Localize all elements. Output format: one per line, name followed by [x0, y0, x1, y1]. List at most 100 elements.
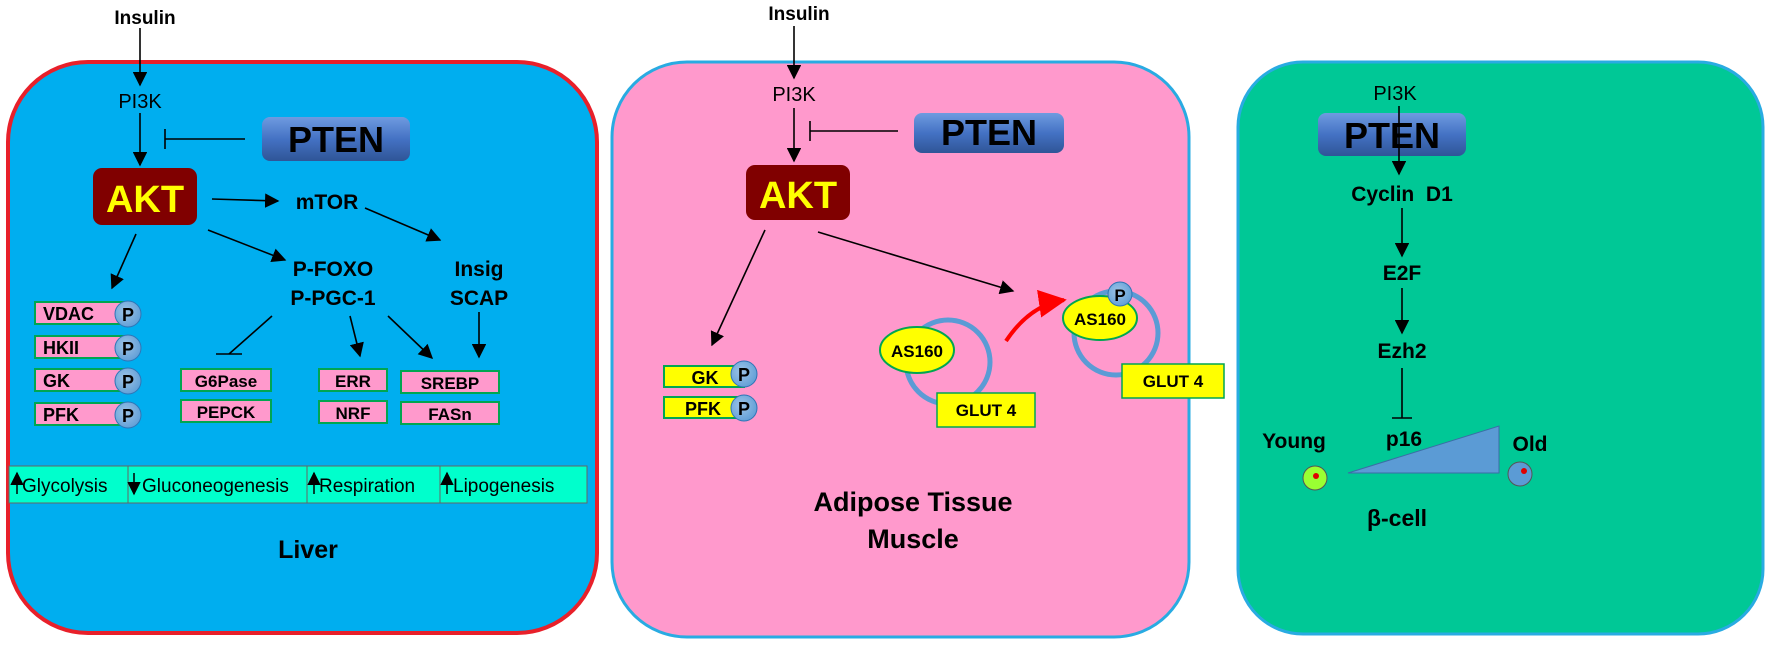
adipose-as160-left: [879, 326, 955, 374]
young-cell-nucleus-icon: [1313, 473, 1319, 479]
adipose-akt-label: AKT: [759, 175, 837, 217]
phospho-circle: [114, 401, 142, 429]
beta-p16: p16: [1386, 428, 1422, 451]
liver-outcome-lipogenesis: Lipogenesis: [453, 476, 554, 497]
adipose-insulin: Insulin: [768, 4, 829, 25]
beta-ezh2: Ezh2: [1377, 340, 1426, 363]
liver-arrow-pgc1-err: [349, 315, 364, 358]
adipose-pten-box: [914, 113, 1064, 153]
liver-enzyme-vdac: VDAC P: [34, 300, 142, 328]
liver-akt-label: AKT: [106, 179, 184, 221]
liver-enzyme-label: HKII: [43, 338, 79, 358]
adipose-arrow-akt-as160: [817, 231, 1015, 295]
liver-outcome-respiration: Respiration: [319, 476, 415, 497]
beta-pten-box: [1318, 113, 1466, 156]
liver-g6pase-box: [180, 368, 272, 392]
old-cell-icon: [1507, 461, 1533, 487]
adipose-pfk: PFK P: [663, 394, 758, 422]
liver-enzyme-label: PFK: [43, 405, 79, 425]
liver-arrow-pgc1-srebp: [387, 315, 434, 359]
adipose-title-line2: Muscle: [867, 524, 959, 554]
phospho-circle: [730, 360, 758, 388]
phospho-label: P: [122, 305, 134, 325]
phospho-label: P: [122, 406, 134, 426]
phospho-circle: [114, 300, 142, 328]
phospho-circle: [114, 367, 142, 395]
liver-akt-box: [93, 168, 197, 225]
adipose-akt-box: [746, 165, 850, 220]
liver-outcomes: Glycolysis Gluconeogenesis Respiration L…: [8, 465, 588, 504]
liver-err-box: [318, 368, 388, 392]
liver-enzyme-gk: GK P: [34, 367, 142, 395]
liver-nrf: NRF: [336, 404, 371, 423]
liver-ppgc1: P-PGC-1: [290, 287, 376, 310]
liver-insulin: Insulin: [114, 8, 175, 29]
adipose-as160-left-label: AS160: [891, 342, 943, 361]
phospho-label: P: [738, 399, 750, 419]
liver-arrow-akt-pfoxo: [207, 229, 287, 263]
adipose-glut4-left-label: GLUT 4: [956, 401, 1017, 420]
adipose-pten-label: PTEN: [941, 112, 1037, 153]
adipose-glut4-right: [1121, 363, 1225, 399]
phospho-circle: [114, 334, 142, 362]
liver-enzyme-label: GK: [43, 371, 70, 391]
liver-pfoxo: P-FOXO: [293, 258, 374, 281]
beta-cyclin: Cyclin D1: [1351, 183, 1453, 206]
liver-enzyme-pfk: PFK P: [34, 401, 142, 429]
liver-outcome-glycolysis: Glycolysis: [22, 476, 108, 497]
adipose-gk: GK P: [663, 360, 758, 388]
liver-pten-box: [262, 117, 410, 161]
liver-arrow-mtor-insig: [364, 207, 442, 242]
adipose-as160-right: [1062, 295, 1138, 341]
beta-p16-triangle: [1347, 425, 1500, 474]
adipose-arrow-akt-gk: [710, 229, 766, 347]
liver-pepck: PEPCK: [197, 403, 256, 422]
adipose-panel: Insulin PI3K PTEN AKT GK P PFK P AS160: [610, 4, 1225, 639]
liver-scap: SCAP: [450, 287, 508, 310]
phospho-circle: [730, 394, 758, 422]
liver-arrow-akt-mtor: [211, 193, 280, 208]
adipose-gk-label: GK: [692, 368, 719, 388]
adipose-title-line1: Adipose Tissue: [813, 487, 1012, 517]
adipose-glut4-right-label: GLUT 4: [1143, 372, 1204, 391]
beta-panel: PTEN PI3K Cyclin D1 E2F Ezh2 p16 Young O…: [1236, 60, 1765, 636]
beta-panel-bg: [1236, 60, 1765, 636]
liver-srebp: SREBP: [421, 374, 480, 393]
beta-title: β-cell: [1367, 505, 1427, 531]
liver-fasn: FASn: [428, 405, 471, 424]
beta-pten-label: PTEN: [1344, 115, 1440, 156]
adipose-pfk-label: PFK: [685, 399, 721, 419]
liver-pepck-box: [180, 399, 272, 423]
liver-pten-label: PTEN: [288, 119, 384, 160]
phospho-label: P: [122, 372, 134, 392]
liver-pfoxo-inhibit-line: [228, 315, 273, 355]
liver-nrf-box: [318, 400, 388, 424]
liver-arrow-akt-enzymes: [110, 233, 137, 290]
beta-pi3k: PI3K: [1373, 83, 1417, 105]
liver-title: Liver: [278, 536, 338, 564]
adipose-as160-right-label: AS160: [1074, 310, 1126, 329]
phospho-label: P: [1114, 286, 1125, 305]
liver-fasn-box: [400, 401, 500, 425]
beta-old: Old: [1513, 433, 1548, 456]
liver-panel: Insulin PI3K PTEN AKT mTOR P-FOXO P-PGC-…: [6, 8, 599, 635]
liver-g6pase: G6Pase: [195, 372, 257, 391]
adipose-translocation-arrow: [1004, 289, 1067, 343]
phospho-circle: [1107, 281, 1133, 307]
adipose-glut4-left: [936, 392, 1036, 428]
liver-err: ERR: [335, 372, 371, 391]
liver-insig: Insig: [454, 258, 503, 281]
old-cell-nucleus-icon: [1521, 468, 1527, 474]
liver-enzyme-hkii: HKII P: [34, 334, 142, 362]
liver-enzyme-label: VDAC: [43, 304, 94, 324]
liver-mtor: mTOR: [296, 191, 359, 214]
phospho-label: P: [122, 339, 134, 359]
adipose-pi3k: PI3K: [772, 84, 816, 106]
liver-outcome-gluconeogenesis: Gluconeogenesis: [142, 476, 289, 497]
beta-young: Young: [1262, 430, 1326, 453]
liver-pi3k: PI3K: [118, 91, 162, 113]
phospho-label: P: [738, 365, 750, 385]
liver-srebp-box: [400, 370, 500, 394]
beta-e2f: E2F: [1383, 262, 1422, 285]
